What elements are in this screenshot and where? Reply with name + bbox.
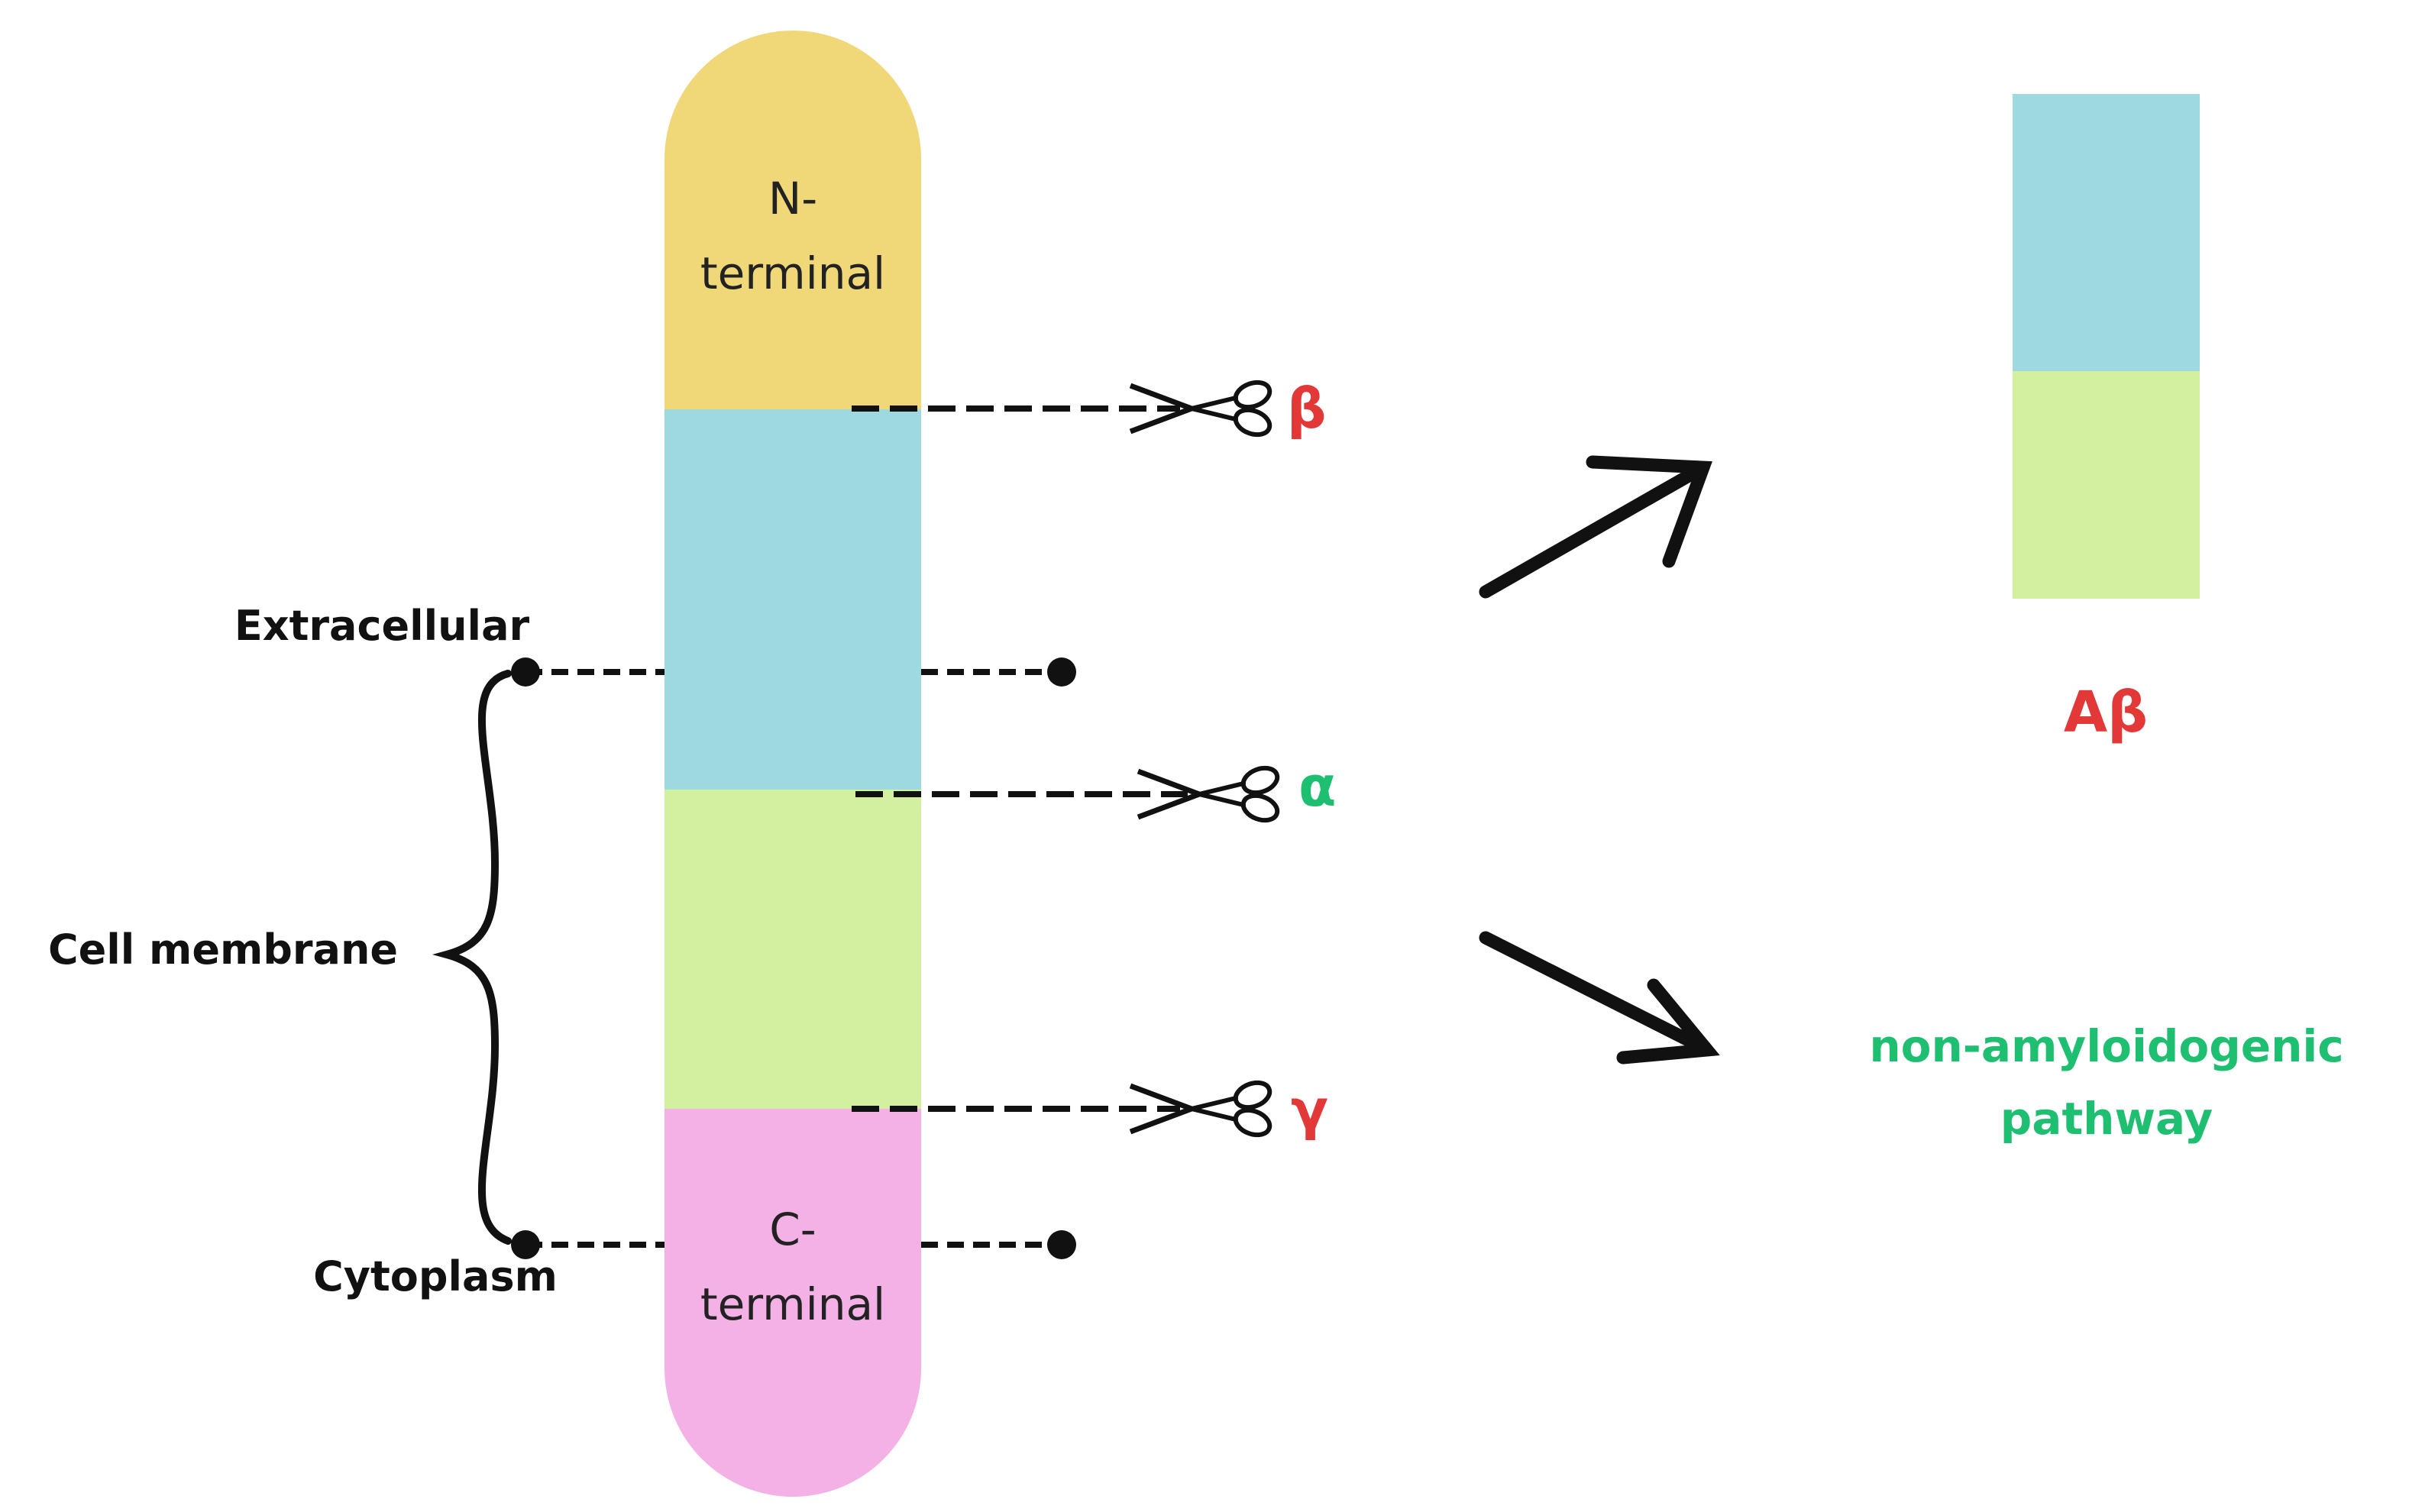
amyloid-beta-label: Aβ [2064,680,2148,745]
membrane-brace-icon [432,670,512,1245]
c-terminal-label-line1: C- [769,1203,816,1255]
scissors-icon [1189,1080,1272,1138]
arrow-icon-down [1479,931,1720,1065]
alpha-cleavage [855,765,1280,823]
beta-site-label: β [1287,376,1327,441]
alpha-site-label: α [1298,754,1336,819]
extracellular-segment [665,409,921,791]
beta-cleavage [852,380,1272,438]
membrane-segment [665,790,921,1110]
non-amyloidogenic-label-line1: non-amyloidogenic [1869,1020,2343,1072]
protein-capsule [665,31,921,1497]
c-terminal-label-line2: terminal [700,1278,885,1330]
cytoplasm-boundary [511,1230,1076,1259]
arrow-icon-up [1479,455,1712,599]
cell-membrane-label: Cell membrane [48,926,398,974]
amyloid-beta-fragment [2013,94,2200,599]
scissors-icon [1197,765,1280,823]
extracellular-label: Extracellular [234,602,530,650]
scissors-icon [1189,380,1272,438]
n-terminal-label-line1: N- [768,173,817,225]
cytoplasm-label: Cytoplasm [313,1252,558,1300]
n-terminal-segment [665,31,921,411]
gamma-cleavage [852,1080,1272,1138]
n-terminal-label-line2: terminal [700,247,885,299]
c-terminal-segment [665,1109,921,1497]
gamma-site-label: γ [1291,1077,1328,1142]
extracellular-boundary [511,657,1076,687]
non-amyloidogenic-label-line2: pathway [2000,1093,2213,1145]
